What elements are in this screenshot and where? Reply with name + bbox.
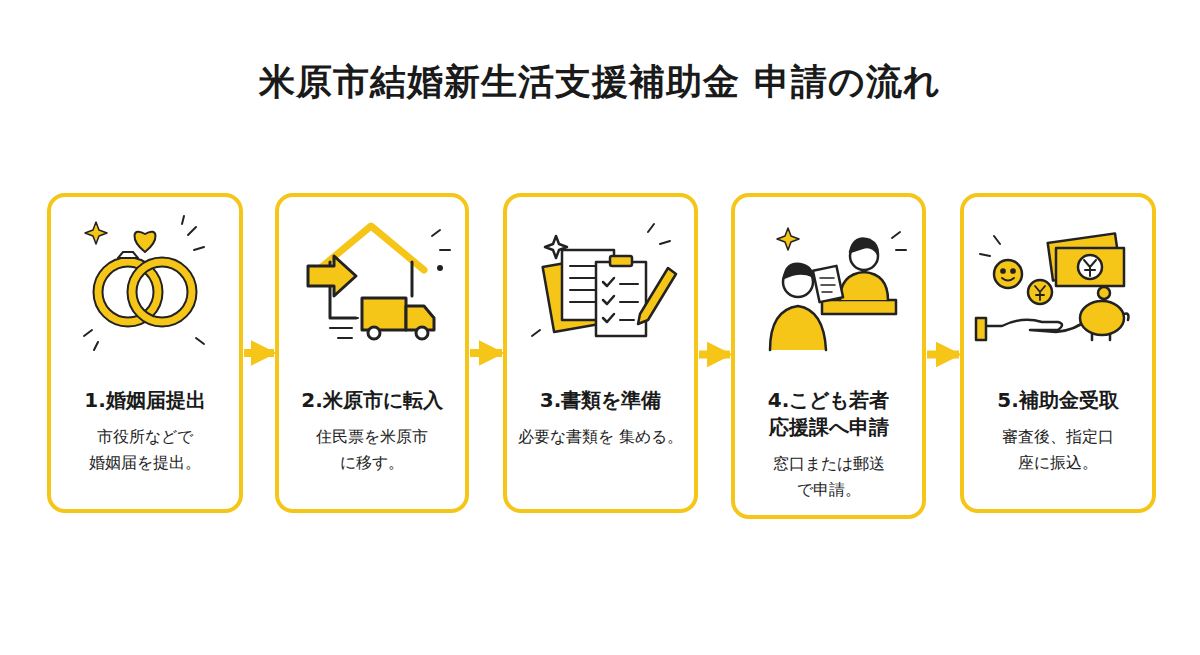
- illustration-stroke: [822, 300, 896, 314]
- illustration-stroke: [1080, 301, 1124, 335]
- illustration-stroke: [813, 266, 843, 302]
- illustration-stroke: [638, 268, 676, 324]
- illustration-stroke: [132, 262, 192, 322]
- step-box: 1.婚姻届提出市役所などで 婚姻届を提出。: [47, 193, 243, 513]
- illustration-stroke: [437, 265, 443, 271]
- illustration-stroke: [416, 327, 428, 339]
- flow-arrow: [927, 351, 959, 359]
- step-text-holder: 5.補助金受取審査後、指定口 座に振込。: [964, 387, 1152, 475]
- illustration-stroke: [368, 327, 380, 339]
- diagram-title: 米原市結婚新生活支援補助金 申請の流れ: [0, 58, 1200, 107]
- illustration-stroke: [610, 256, 632, 266]
- illustration-stroke: [182, 216, 204, 250]
- illustration-stroke: [330, 318, 358, 338]
- illustration-stroke: [84, 330, 204, 350]
- step-description: 必要な書類を 集める。: [518, 424, 683, 450]
- illustration-stroke: [980, 236, 1000, 256]
- step-text-holder: 1.婚姻届提出市役所などで 婚姻届を提出。: [51, 387, 239, 475]
- illustration-stroke: [532, 224, 670, 336]
- illustration-stroke: [976, 318, 986, 340]
- illustration-stroke: [362, 298, 406, 330]
- illustration-stroke: [1011, 269, 1014, 272]
- flow-arrow: [470, 349, 502, 357]
- rings-icon: [84, 216, 204, 350]
- step-heading: 1.婚姻届提出: [84, 387, 206, 414]
- illustration-stroke: [850, 239, 878, 255]
- step-box: 4.こども若者 応援課へ申請窓口または郵送 で申請。: [731, 193, 926, 519]
- step-description: 窓口または郵送 で申請。: [743, 451, 914, 502]
- documents-icon: [532, 224, 676, 336]
- step-heading: 4.こども若者 応援課へ申請: [743, 387, 914, 441]
- illustration-stroke: [1084, 260, 1096, 276]
- illustration-stroke: [432, 230, 450, 250]
- step-text-holder: 4.こども若者 応援課へ申請窓口または郵送 で申請。: [735, 387, 922, 502]
- illustration-stroke: [620, 284, 638, 320]
- illustration-stroke: [308, 256, 356, 296]
- illustration-stroke: [892, 232, 906, 250]
- step-text-holder: 3.書類を準備必要な書類を 集める。: [507, 387, 694, 450]
- illustration-stroke: [1035, 286, 1045, 300]
- step-box: 2.米原市に転入住民票を米原市 に移す。: [275, 193, 469, 513]
- money-icon: [976, 233, 1129, 340]
- step-description: 市役所などで 婚姻届を提出。: [59, 424, 231, 475]
- moving-icon: [308, 226, 450, 339]
- illustration-stroke: [603, 278, 614, 322]
- illustration-stroke: [1092, 314, 1129, 340]
- illustration-stroke: [1028, 280, 1052, 304]
- step-text-holder: 2.米原市に転入住民票を米原市 に移す。: [279, 387, 465, 475]
- illustration-stroke: [770, 306, 826, 350]
- illustration-stroke: [1001, 269, 1004, 272]
- illustration-stroke: [85, 222, 107, 244]
- illustration-stroke: [1078, 255, 1102, 279]
- flow-arrow: [244, 349, 274, 357]
- illustration-stroke: [134, 232, 155, 252]
- illustration-stroke: [994, 260, 1022, 288]
- illustration-stroke: [1002, 278, 1014, 281]
- illustration-stroke: [1098, 287, 1110, 299]
- illustration-stroke: [986, 320, 1086, 332]
- illustration-stroke: [118, 252, 138, 258]
- step-description: 審査後、指定口 座に振込。: [972, 424, 1144, 475]
- illustration-stroke: [840, 272, 888, 300]
- counter-icon: [770, 228, 906, 350]
- step-description: 住民票を米原市 に移す。: [287, 424, 457, 475]
- illustration-stroke: [132, 262, 192, 322]
- step-heading: 3.書類を準備: [540, 387, 662, 414]
- illustration-stroke: [784, 264, 812, 278]
- illustration-stroke: [545, 236, 567, 258]
- step-heading: 5.補助金受取: [997, 387, 1119, 414]
- step-heading: 2.米原市に転入: [301, 387, 443, 414]
- step-box: 3.書類を準備必要な書類を 集める。: [503, 193, 698, 513]
- illustration-stroke: [777, 228, 799, 250]
- illustration-stroke: [820, 278, 835, 292]
- illustration-stroke: [411, 262, 414, 296]
- flow-arrow: [699, 351, 730, 359]
- illustration-stroke: [1056, 248, 1124, 286]
- step-box: 5.補助金受取審査後、指定口 座に振込。: [960, 193, 1156, 513]
